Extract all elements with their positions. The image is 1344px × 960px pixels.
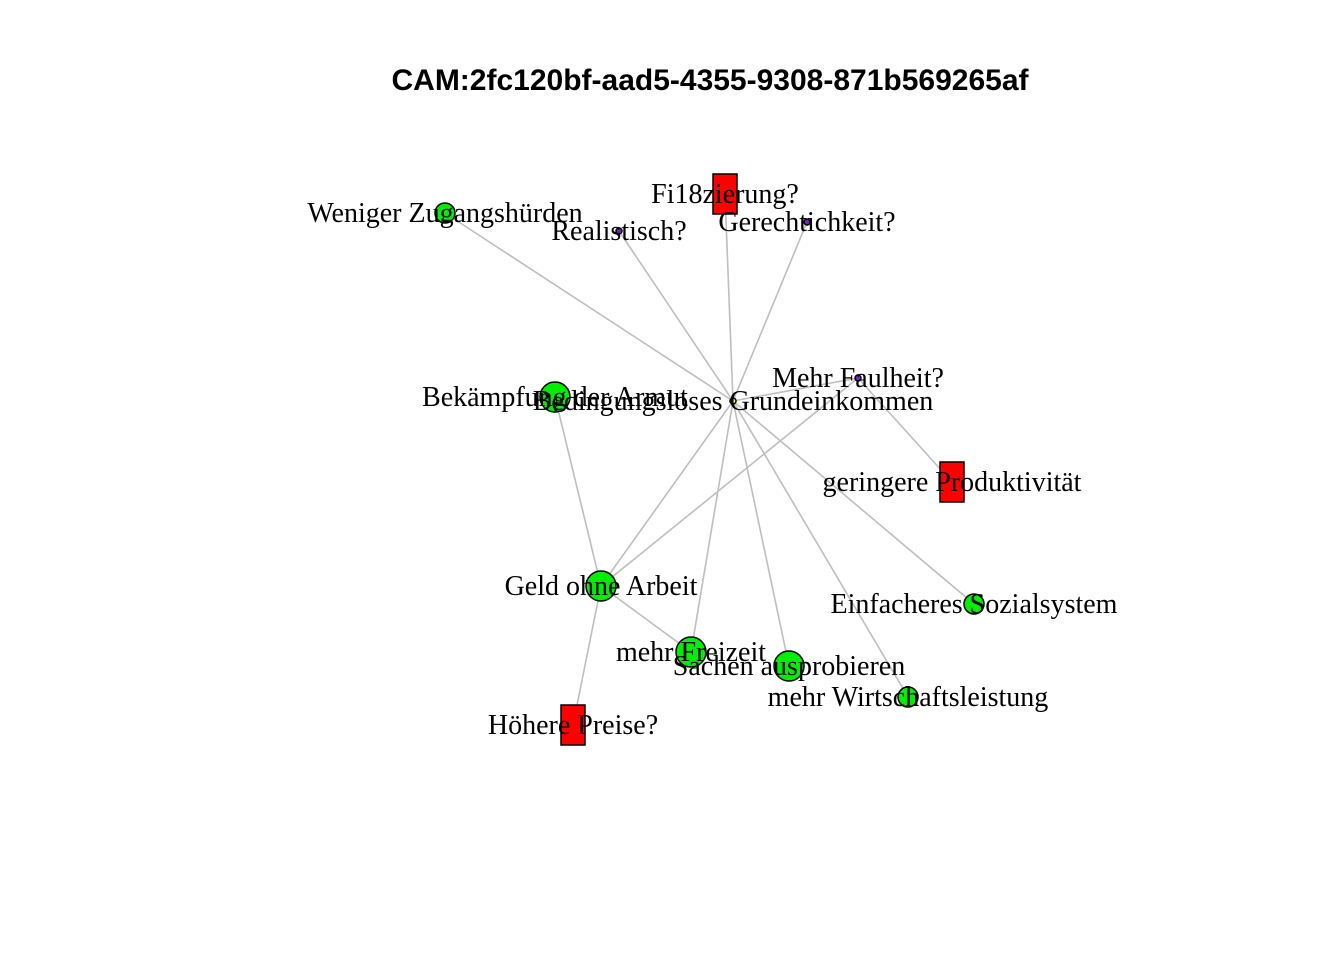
edge-bge-sozial <box>732 400 975 605</box>
node-fin <box>712 173 738 215</box>
edge-faul-prod <box>857 377 953 483</box>
node-bge <box>729 397 737 405</box>
node-label-sachen: Sachen ausprobieren <box>673 651 905 682</box>
edge-armut-geld <box>554 396 602 587</box>
edge-faul-geld <box>600 377 859 587</box>
edges-layer <box>444 193 975 726</box>
edge-geld-preise <box>572 585 602 726</box>
edge-bge-ger <box>732 221 808 402</box>
node-label-preise: Höhere Preise? <box>488 710 658 741</box>
node-prod <box>939 461 965 503</box>
node-sozial <box>963 593 985 615</box>
edge-bge-zugang <box>444 212 734 402</box>
node-freizeit <box>675 636 707 668</box>
node-geld <box>585 570 617 602</box>
nodes-layer <box>434 173 985 746</box>
edge-geld-freizeit <box>600 585 692 653</box>
node-label-freizeit: mehr Freizeit <box>616 637 766 668</box>
node-label-faul: Mehr Faulheit? <box>772 363 944 394</box>
node-faul <box>854 374 862 382</box>
edge-bge-sachen <box>732 400 790 667</box>
node-armut <box>539 381 571 413</box>
labels-layer: Bedingungsloses Grundeinkommen Weniger Zu… <box>307 179 1117 741</box>
edge-bge-real <box>618 230 734 402</box>
edge-bge-fin <box>724 193 734 402</box>
node-label-zugang: Weniger Zugangshürden <box>307 198 582 229</box>
edge-bge-geld <box>600 400 734 587</box>
node-label-fin: Fi18zierung? <box>651 179 799 210</box>
node-label-sozial: Einfacheres Sozialsystem <box>831 589 1118 620</box>
node-label-prod: geringere Produktivität <box>823 467 1082 498</box>
node-wirt <box>897 686 919 708</box>
node-ger <box>803 218 811 226</box>
edge-bge-freizeit <box>690 400 734 653</box>
node-preise <box>560 704 586 746</box>
edge-bge-faul <box>732 377 859 402</box>
node-label-real: Realistisch? <box>551 216 686 247</box>
node-label-geld: Geld ohne Arbeit <box>505 571 698 602</box>
edge-bge-wirt <box>732 400 909 698</box>
node-label-ger: Gerechtichkeit? <box>718 207 895 238</box>
node-sachen <box>773 650 805 682</box>
node-label-armut: Bekämpfung der Armut <box>422 382 688 413</box>
node-label-bge: Bedingungsloses Grundeinkommen <box>533 386 934 417</box>
node-real <box>615 227 623 235</box>
diagram-title: CAM:2fc120bf-aad5-4355-9308-871b569265af <box>391 64 1029 97</box>
node-label-wirt: mehr Wirtschaftsleistung <box>768 682 1049 713</box>
node-zugang <box>434 202 456 224</box>
